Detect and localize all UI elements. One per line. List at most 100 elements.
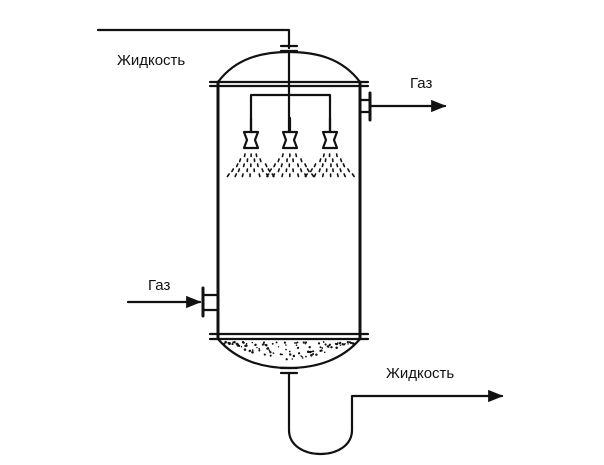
- pool-speck: [321, 347, 324, 349]
- pool-speck: [310, 350, 313, 353]
- pool-speck: [312, 350, 315, 353]
- pool-speck: [328, 343, 331, 346]
- pool-speck: [258, 349, 261, 352]
- spray-droplet: [234, 173, 238, 178]
- pool-speck: [241, 341, 245, 344]
- spray-droplet: [266, 173, 270, 178]
- pool-speck: [312, 352, 315, 356]
- pool-speck: [296, 346, 300, 350]
- pool-speck: [334, 342, 337, 345]
- pool-speck: [315, 353, 318, 356]
- spray-droplet: [335, 153, 338, 158]
- pool-speck: [285, 348, 287, 351]
- gas-outlet-nozzle: [358, 91, 447, 122]
- label-liquid-in: Жидкость: [117, 52, 185, 69]
- liquid-pool: [223, 340, 356, 361]
- spray-droplet: [296, 163, 300, 168]
- spray-droplet: [264, 163, 268, 168]
- pool-speck: [256, 346, 258, 349]
- spray-droplet: [304, 163, 307, 168]
- pool-speck: [228, 342, 231, 346]
- spray-droplet: [299, 168, 303, 173]
- pool-speck: [295, 344, 298, 347]
- label-gas-in: Газ: [148, 277, 170, 294]
- pool-speck: [285, 358, 288, 361]
- spray-droplet: [347, 168, 351, 173]
- spray-droplet: [342, 163, 346, 168]
- pool-speck: [347, 343, 349, 345]
- pool-speck: [268, 350, 271, 352]
- spray-droplet: [277, 168, 281, 173]
- spray-droplet: [304, 173, 308, 178]
- spray-droplet: [318, 168, 321, 173]
- pool-speck: [269, 351, 272, 354]
- spray-droplet: [277, 158, 280, 163]
- pool-speck: [235, 342, 238, 345]
- pool-speck: [275, 341, 278, 344]
- spray-droplet: [351, 173, 355, 178]
- spray-nozzle: [266, 116, 315, 178]
- pool-speck: [302, 341, 305, 344]
- pool-speck: [294, 342, 296, 344]
- pool-speck: [317, 342, 321, 345]
- pool-speck: [297, 352, 301, 355]
- pool-speck: [244, 344, 247, 347]
- pool-speck: [343, 343, 346, 346]
- pool-speck: [323, 351, 326, 354]
- bottom-dome: [216, 337, 362, 370]
- pool-speck: [251, 351, 254, 354]
- pool-speck: [279, 353, 282, 356]
- pool-speck: [266, 347, 270, 350]
- pool-speck: [305, 355, 307, 358]
- pool-speck: [263, 353, 266, 356]
- spray-droplet: [339, 168, 342, 173]
- pool-speck: [301, 357, 304, 359]
- pool-speck: [295, 342, 298, 344]
- pool-speck: [254, 343, 257, 346]
- pool-speck: [309, 350, 312, 354]
- spray-droplet: [321, 173, 325, 178]
- pool-speck: [319, 349, 322, 353]
- pool-speck: [245, 342, 248, 345]
- pool-speck: [243, 348, 247, 351]
- spray-droplet: [280, 163, 283, 168]
- pool-speck: [269, 355, 272, 357]
- spray-nozzles: [226, 116, 355, 178]
- spray-droplet: [300, 158, 303, 163]
- pool-speck: [261, 343, 264, 346]
- spray-droplet: [226, 173, 230, 178]
- spray-droplet: [339, 158, 343, 163]
- pool-speck: [262, 342, 265, 345]
- pool-speck: [308, 346, 311, 349]
- spray-droplet: [281, 173, 284, 178]
- pool-speck: [248, 350, 251, 353]
- pool-speck: [352, 342, 355, 345]
- spray-droplet: [336, 163, 339, 168]
- pool-speck: [349, 341, 352, 344]
- spray-nozzle: [226, 116, 275, 178]
- pool-speck: [281, 353, 283, 356]
- pool-speck: [291, 358, 294, 360]
- spray-droplet: [281, 153, 284, 158]
- pool-speck: [288, 350, 291, 353]
- pool-speck: [341, 342, 344, 346]
- spray-droplet: [241, 173, 244, 178]
- spray-droplet: [311, 173, 315, 178]
- pool-speck: [240, 346, 243, 348]
- pool-speck: [322, 341, 325, 343]
- pool-speck: [224, 340, 227, 344]
- spray-nozzle: [304, 116, 355, 178]
- spray-droplet: [319, 158, 322, 163]
- pool-speck: [264, 343, 266, 346]
- pool-speck: [283, 341, 287, 344]
- pool-speck: [346, 341, 349, 344]
- liquid-outlet-pipe: [279, 366, 504, 456]
- spray-droplet: [261, 168, 264, 173]
- spray-droplet: [259, 158, 262, 163]
- spray-droplet: [237, 168, 241, 173]
- pool-speck: [271, 342, 274, 345]
- pool-speck: [292, 354, 296, 358]
- label-liquid-out: Жидкость: [386, 365, 454, 382]
- pool-speck: [285, 344, 287, 346]
- pool-speck: [307, 350, 310, 354]
